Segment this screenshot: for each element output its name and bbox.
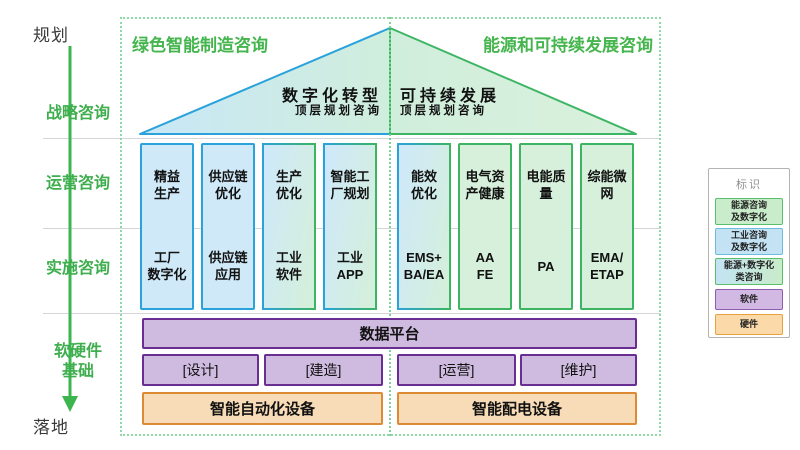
axis-label-planning: 规划: [33, 26, 69, 45]
phase-design: [设计]: [142, 354, 259, 386]
planning-to-landing-arrow-icon: [62, 46, 78, 412]
hardware-label: 智能自动化设备: [209, 401, 315, 418]
column-top-label: 供应链 优化: [208, 168, 248, 201]
hardware-smart-automation-equipment: 智能自动化设备: [142, 392, 383, 425]
phase-label: [建造]: [305, 362, 342, 378]
column-integrated-energy-microgrid: 综能微 网 EMA/ ETAP: [580, 143, 634, 310]
hardware-label: 智能配电设备: [471, 401, 562, 418]
legend-title: 标识: [736, 179, 762, 191]
column-power-quality: 电能质 量 PA: [519, 143, 573, 310]
row-divider: [43, 313, 661, 314]
legend-item-industrial-consulting-digitalization: 工业咨询 及数字化: [715, 228, 783, 255]
column-bottom-label: AA FE: [475, 250, 495, 283]
group-title-energy-sustainability: 能源和可持续发展咨询: [483, 36, 653, 55]
row-divider: [43, 138, 661, 139]
legend-item-energy-consulting-digitalization: 能源咨询 及数字化: [715, 198, 783, 225]
roof-left-title: 数字化转型: [281, 88, 382, 105]
phase-label: [维护]: [560, 362, 597, 378]
column-energy-efficiency-optimization: 能效 优化 EMS+ BA/EA: [397, 143, 451, 310]
column-top-label: 智能工 厂规划: [330, 168, 370, 201]
group-title-green-smart-manufacturing: 绿色智能制造咨询: [132, 36, 268, 55]
column-bottom-label: 工厂 数字化: [147, 250, 187, 283]
column-bottom-label: 供应链 应用: [208, 250, 248, 283]
column-electrical-asset-health: 电气资 产健康 AA FE: [458, 143, 512, 310]
column-top-label: 电气资 产健康: [465, 168, 505, 201]
phase-build: [建造]: [264, 354, 383, 386]
roof-left-subtitle: 顶层规划咨询: [295, 105, 382, 117]
roof-right-title: 可持续发展: [400, 88, 501, 105]
column-top-label: 电能质 量: [526, 168, 566, 201]
data-platform-label: 数据平台: [359, 326, 420, 343]
hardware-smart-power-distribution-equipment: 智能配电设备: [397, 392, 637, 425]
roof-right-subtitle: 顶层规划咨询: [400, 105, 487, 117]
phase-operate: [运营]: [397, 354, 516, 386]
axis-label-landing: 落地: [33, 418, 69, 437]
column-top-label: 综能微 网: [587, 168, 627, 201]
phase-maintain: [维护]: [520, 354, 637, 386]
column-bottom-label: EMS+ BA/EA: [403, 250, 445, 283]
column-production-optimization: 生产 优化 工业 软件: [262, 143, 316, 310]
column-smart-factory-planning: 智能工 厂规划 工业 APP: [323, 143, 377, 310]
phase-label: [运营]: [438, 362, 475, 378]
column-top-label: 精益 生产: [153, 168, 180, 201]
center-divider: [389, 17, 391, 436]
row-label-strategy-consulting: 战略咨询: [45, 105, 110, 122]
column-bottom-label: EMA/ ETAP: [590, 250, 624, 283]
column-bottom-label: PA: [537, 258, 555, 274]
phase-label: [设计]: [182, 362, 219, 378]
column-bottom-label: 工业 APP: [336, 250, 364, 283]
column-lean-production: 精益 生产 工厂 数字化: [140, 143, 194, 310]
row-label-operations-consulting: 运营咨询: [45, 175, 110, 192]
legend-item-software: 软件: [715, 289, 783, 310]
legend-item-energy-plus-digital-consulting: 能源+数字化 类咨询: [715, 258, 783, 285]
column-top-label: 生产 优化: [275, 168, 302, 201]
column-supply-chain-optimization: 供应链 优化 供应链 应用: [201, 143, 255, 310]
data-platform-bar: 数据平台: [142, 318, 637, 349]
row-label-software-hardware-foundation: 软硬件 基础: [53, 343, 102, 380]
legend-item-hardware: 硬件: [715, 314, 783, 335]
row-label-implementation-consulting: 实施咨询: [45, 260, 110, 277]
column-bottom-label: 工业 软件: [275, 250, 302, 283]
column-top-label: 能效 优化: [410, 168, 437, 201]
